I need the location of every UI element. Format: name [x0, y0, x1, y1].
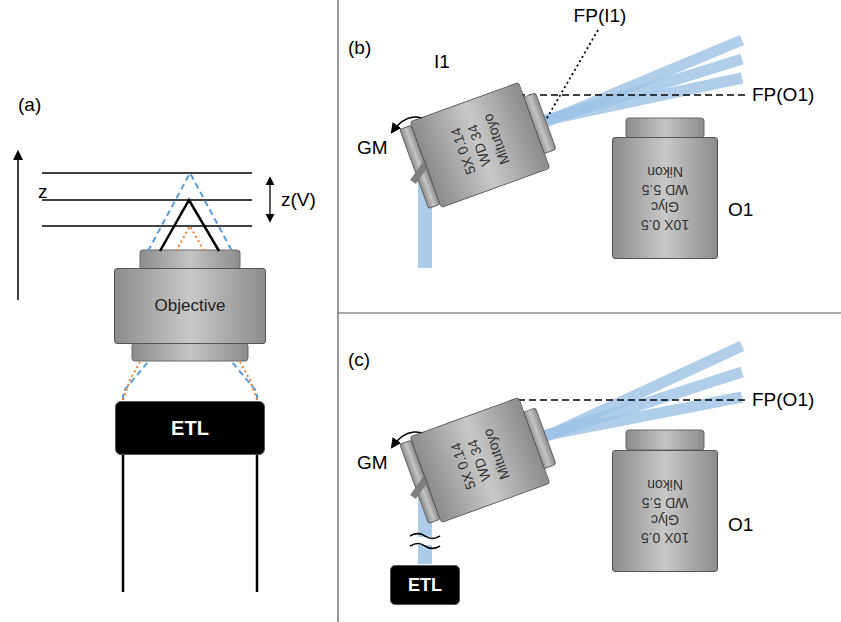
etl-lens: ETL — [390, 565, 460, 605]
node-text: Nikon — [647, 476, 683, 494]
nikon-objective: 10X 0.5GlycWD 5.5Nikon — [612, 450, 718, 572]
node-text: Nikon — [647, 163, 683, 181]
focal-plane-label: FP(I1) — [574, 6, 627, 27]
lens-label: I1 — [434, 52, 450, 73]
node-text: WD 5.5 — [642, 494, 689, 512]
panel-letter: (b) — [348, 38, 371, 59]
focal-plane-label: FP(O1) — [752, 390, 814, 411]
node-text: 10X 0.5 — [641, 529, 689, 547]
axis-label: z — [38, 182, 48, 203]
node-text: Glyc — [651, 198, 679, 216]
range-label: z(V) — [281, 190, 316, 211]
nikon-objective: 10X 0.5GlycWD 5.5Nikon — [612, 137, 718, 259]
panel-letter: (c) — [348, 350, 370, 371]
objective-body: Objective — [114, 268, 266, 344]
node-text: ETL — [408, 574, 442, 597]
node-text: 10X 0.5 — [641, 216, 689, 234]
lens-label: O1 — [728, 200, 753, 221]
node-text: Objective — [155, 295, 226, 316]
node-text: ETL — [171, 416, 209, 441]
mirror-label: GM — [357, 453, 388, 474]
focal-plane-label: FP(O1) — [752, 85, 814, 106]
lens-label: O1 — [728, 515, 753, 536]
panel-letter: (a) — [18, 95, 41, 116]
mirror-label: GM — [357, 138, 388, 159]
node-text: Glyc — [651, 511, 679, 529]
node-text: WD 5.5 — [642, 181, 689, 199]
etl-lens: ETL — [115, 401, 265, 455]
